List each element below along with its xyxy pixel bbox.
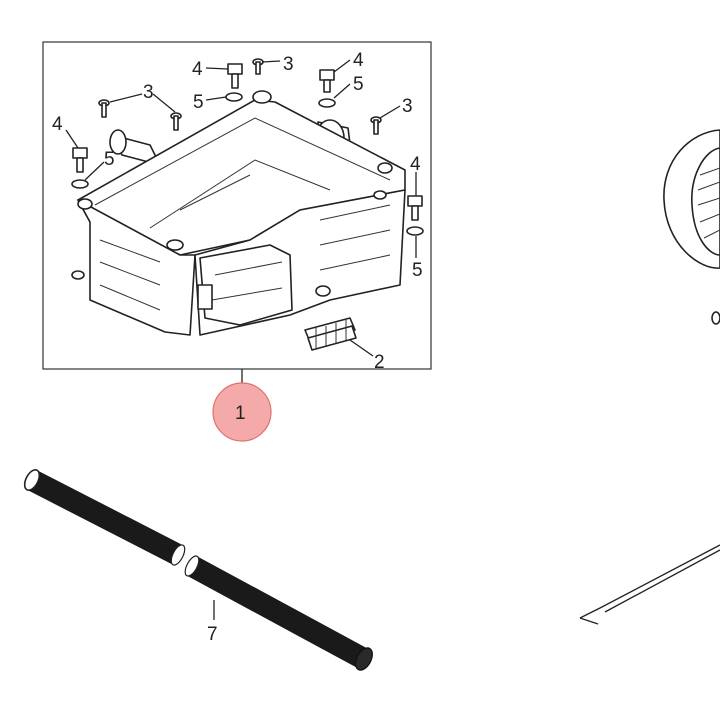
- callout-washer-2: 5: [193, 92, 204, 113]
- callout-screw-1: 3: [283, 54, 294, 75]
- housing-assembly: [71, 90, 406, 336]
- callout-main-assembly: 1: [235, 403, 246, 424]
- callout-hose: 7: [207, 624, 218, 645]
- highlight-circle[interactable]: [212, 382, 272, 442]
- callout-bolt-1: 4: [192, 59, 203, 80]
- callout-screw-2: 3: [143, 82, 154, 103]
- callout-bolt-3: 4: [52, 114, 63, 135]
- leader-lines: [65, 59, 417, 620]
- callout-bolt-2: 4: [353, 50, 364, 71]
- callout-screw-3: 3: [402, 96, 413, 117]
- clip-set: [304, 317, 357, 351]
- fan-housing-partial: [663, 129, 720, 325]
- callout-washer-1: 5: [353, 74, 364, 95]
- callout-clip-set: 2: [374, 352, 385, 373]
- inset-frame: [42, 41, 432, 370]
- callout-bolt-4: 4: [410, 154, 421, 175]
- callout-washer-3: 5: [104, 149, 115, 170]
- callout-washer-4: 5: [412, 260, 423, 281]
- hose-pieces: [23, 469, 373, 671]
- cable-partial: [579, 544, 720, 625]
